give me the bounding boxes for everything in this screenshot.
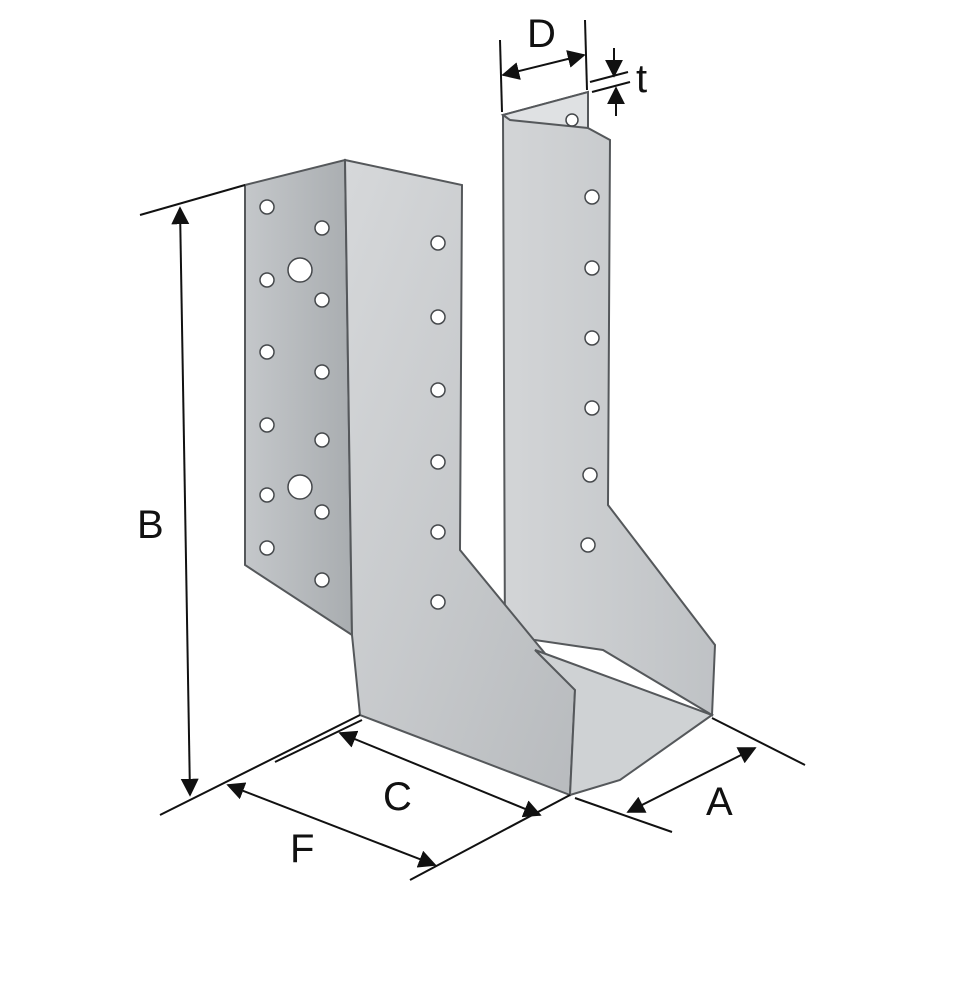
dimension-t: t [589,48,647,116]
dimension-a: A [574,717,806,833]
bottom-seat [534,649,715,797]
dimension-d: D [499,12,588,113]
dimension-f: F [226,782,571,881]
front-plate-holes [430,235,446,610]
back-plate-holes [565,113,600,553]
dimension-b: B [137,184,361,816]
label-c: C [383,775,412,819]
label-b: B [137,503,164,547]
left-flange-holes [259,199,330,588]
left-flange-plate [244,158,354,637]
label-d: D [527,12,556,56]
label-t: t [636,57,647,101]
label-f: F [290,827,314,871]
back-side-plate [500,90,717,717]
label-a: A [706,780,733,824]
